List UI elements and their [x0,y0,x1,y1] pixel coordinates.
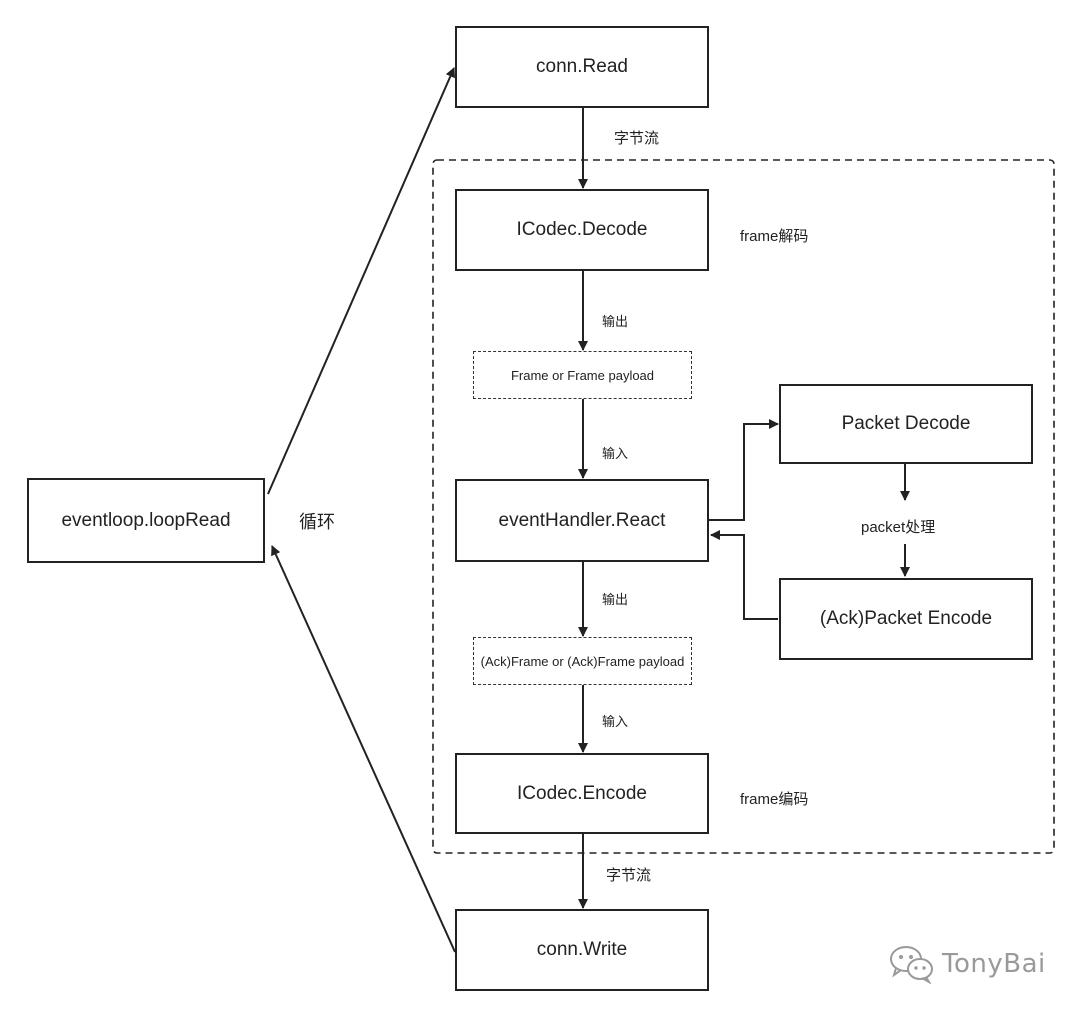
wechat-icon [890,946,933,984]
label-packet-process: packet处理 [861,519,936,536]
label-output-2: 输出 [602,592,629,607]
label-input-2: 输入 [602,714,629,729]
codec-encode-box: ICodec.Encode [455,753,709,834]
conn-write-box: conn.Write [455,909,709,991]
event-react-box: eventHandler.React [455,479,709,562]
watermark-text: TonyBai [942,949,1046,979]
conn-read-box: conn.Read [455,26,709,108]
frame-payload-box: Frame or Frame payload [473,351,692,399]
arrow-write-to-loop [271,545,456,953]
label-bytes-top: 字节流 [614,130,660,147]
label-loop: 循环 [299,512,335,532]
arrow-packet-encode-to-react [710,530,778,620]
codec-boundary [432,159,1055,854]
label-output-1: 输出 [602,314,629,329]
packet-decode-box: Packet Decode [779,384,1033,464]
codec-decode-box: ICodec.Decode [455,189,709,271]
label-frame-encode: frame编码 [740,791,809,808]
label-frame-decode: frame解码 [740,228,809,245]
packet-encode-box: (Ack)Packet Encode [779,578,1033,660]
label-bytes-bottom: 字节流 [606,867,652,884]
arrow-loop-to-read [267,67,455,495]
label-input-1: 输入 [602,446,629,461]
ack-frame-box: (Ack)Frame or (Ack)Frame payload [473,637,692,685]
eventloop-box: eventloop.loopRead [27,478,265,563]
arrow-react-to-packet-decode [709,419,779,521]
